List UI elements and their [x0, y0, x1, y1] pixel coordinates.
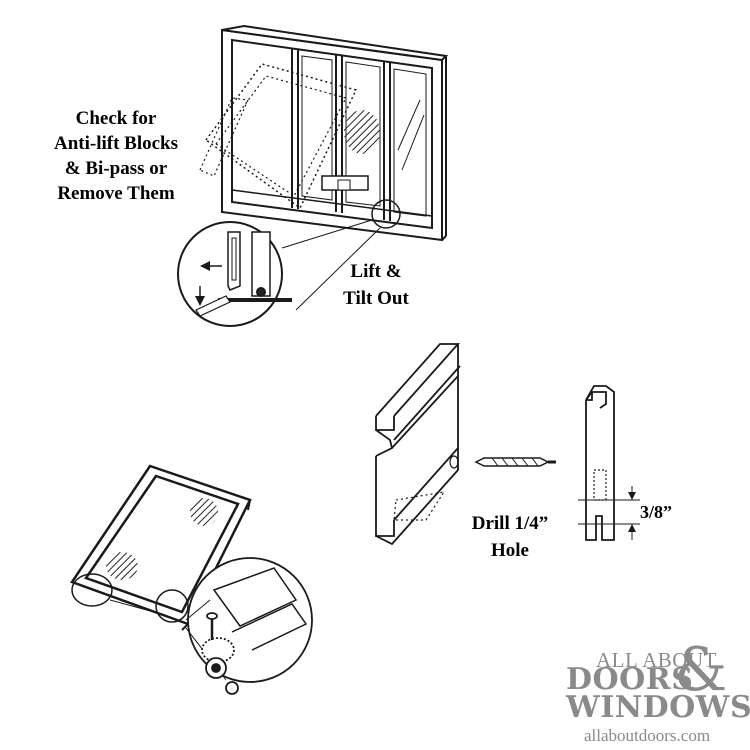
anti-lift-detail	[177, 221, 292, 327]
anti-lift-instruction: Check for Anti-lift Blocks & Bi-pass or …	[53, 108, 179, 204]
profile-section	[578, 385, 640, 541]
dimension-label: 3/8”	[640, 502, 673, 522]
logo-url: allaboutdoors.com	[584, 726, 711, 745]
logo-ampersand: &	[674, 635, 728, 705]
lift-tilt-instruction: Lift & Tilt Out	[343, 261, 409, 309]
window-frame-illustration	[199, 24, 449, 311]
roller-detail	[185, 557, 313, 695]
rail-drill-illustration	[375, 343, 556, 546]
logo-line-doors: DOORS	[566, 662, 694, 697]
brand-logo: ALL ABOUT & DOORS WINDOWS allaboutdoors.…	[556, 640, 750, 748]
drill-instruction: Drill 1/4” Hole	[471, 513, 549, 561]
logo-line-windows: WINDOWS	[566, 690, 750, 725]
logo-line-all-about: ALL ABOUT	[596, 648, 717, 672]
